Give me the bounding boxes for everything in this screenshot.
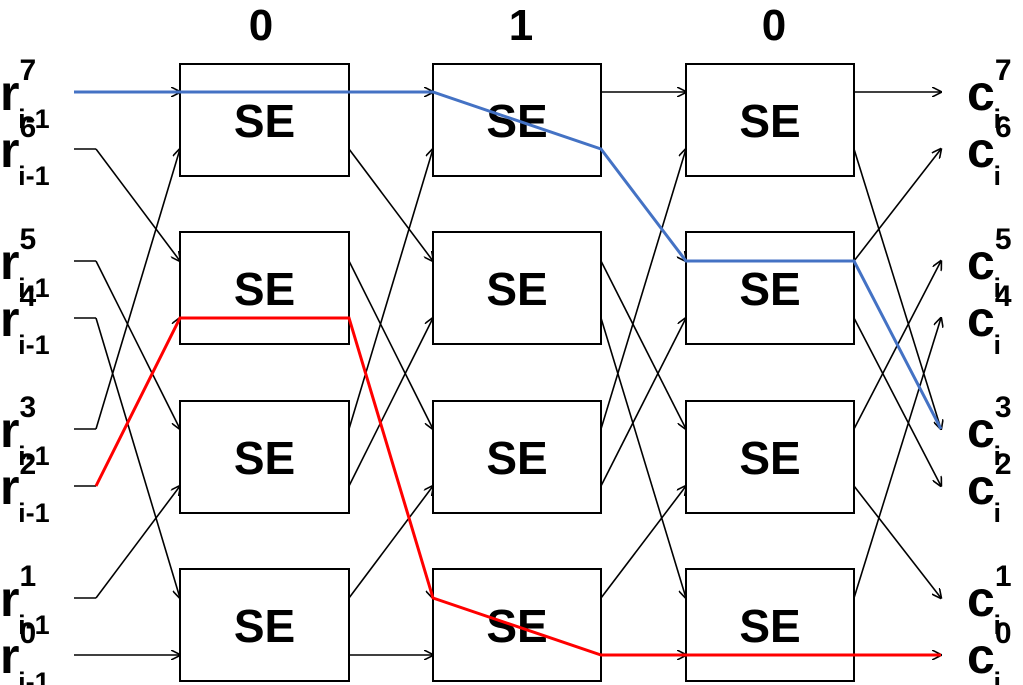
link-wire-stage0 bbox=[95, 260, 180, 429]
se-label: SE bbox=[739, 432, 800, 484]
link-wire-stage3 bbox=[853, 148, 941, 429]
se-box-s0-r2 bbox=[179, 400, 350, 514]
link-wire-stage0 bbox=[95, 148, 180, 261]
link-wire-stage1 bbox=[348, 149, 433, 430]
link-wire-stage2 bbox=[600, 149, 686, 430]
link-wire-stage2 bbox=[600, 260, 686, 429]
se-box-s2-r3 bbox=[685, 568, 855, 682]
link-wire-stage1 bbox=[348, 260, 433, 429]
se-box-s1-r1 bbox=[432, 231, 602, 345]
link-wire-stage2 bbox=[600, 317, 686, 598]
link-wire-stage2 bbox=[600, 318, 686, 487]
se-label: SE bbox=[739, 600, 800, 652]
se-label: SE bbox=[739, 95, 800, 147]
link-wire-stage0 bbox=[95, 149, 180, 430]
link-wire-stage1 bbox=[348, 318, 433, 487]
se-label: SE bbox=[486, 263, 547, 315]
stage-1-bit-label: 1 bbox=[509, 1, 533, 50]
se-label: SE bbox=[739, 263, 800, 315]
se-box-s1-r2 bbox=[432, 400, 602, 514]
link-wire-stage2 bbox=[600, 486, 686, 599]
link-wire-stage1 bbox=[348, 486, 433, 599]
link-wire-stage3 bbox=[853, 317, 941, 486]
link-wire-stage1 bbox=[348, 148, 433, 261]
stage-0-bit-label: 0 bbox=[249, 1, 273, 50]
se-box-s0-r1 bbox=[179, 231, 350, 345]
se-box-s2-r2 bbox=[685, 400, 855, 514]
link-wire-stage3 bbox=[853, 318, 941, 599]
se-label: SE bbox=[234, 432, 295, 484]
se-box-s2-r1 bbox=[685, 231, 855, 345]
link-wire-stage3 bbox=[853, 485, 941, 598]
highlighted-routes bbox=[74, 90, 943, 657]
se-box-s0-r3 bbox=[179, 568, 350, 682]
se-box-s2-r0 bbox=[685, 63, 855, 177]
link-wire-stage0 bbox=[95, 486, 180, 599]
se-label: SE bbox=[234, 263, 295, 315]
highlighted-route-0 bbox=[74, 90, 943, 430]
se-label: SE bbox=[234, 95, 295, 147]
se-label: SE bbox=[234, 600, 295, 652]
se-box-s0-r0 bbox=[179, 63, 350, 177]
link-wire-stage3 bbox=[853, 149, 941, 262]
se-label: SE bbox=[486, 432, 547, 484]
link-wire-stage0 bbox=[95, 317, 180, 598]
highlighted-route-1 bbox=[94, 316, 941, 657]
stage-2-bit-label: 0 bbox=[762, 1, 786, 50]
